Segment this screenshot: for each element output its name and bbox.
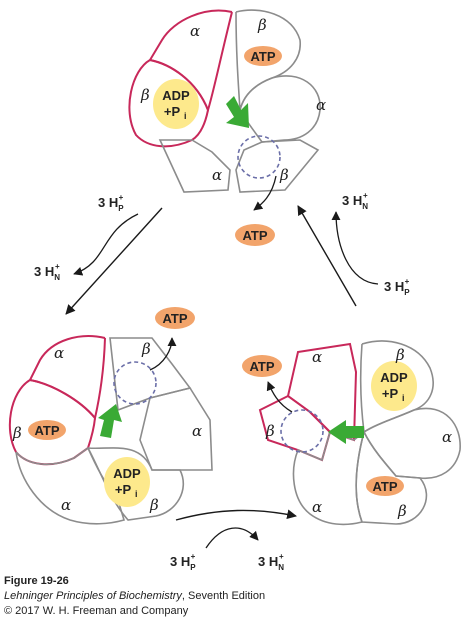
top-complex: ADP +P i ATP α β β α α β ATP [128, 9, 326, 246]
br-pi-subscript: i [402, 393, 405, 403]
bl-atp-bubble [28, 420, 66, 440]
top-alpha-bottom-subunit [158, 139, 231, 193]
top-rotation-arrow [226, 96, 249, 128]
bottom-proton-arrow [205, 527, 259, 549]
bottom-proton-n-label: 3 HN+ [258, 552, 284, 572]
top-adp-pi-bubble [153, 79, 199, 129]
top-atp-bubble [244, 46, 282, 66]
right-main-arrow [297, 205, 357, 307]
figure-copyright: © 2017 W. H. Freeman and Company [4, 605, 189, 617]
bl-alpha-label-1: α [54, 344, 64, 362]
top-pi-subscript: i [184, 111, 187, 121]
top-released-atp-label: ATP [242, 228, 267, 243]
br-released-atp-bubble [242, 355, 282, 377]
br-alpha-label-1: α [312, 348, 322, 366]
br-beta-label-1: β [395, 346, 405, 364]
figure-number: Figure 19-26 [4, 575, 69, 587]
bottom-right-complex: ADP +P i ATP α β β α α β ATP [242, 340, 461, 526]
bl-gamma-subunit [113, 361, 157, 405]
top-released-atp-bubble [235, 224, 275, 246]
top-atp-label: ATP [250, 49, 275, 64]
br-alpha-label-2: α [442, 428, 452, 446]
bl-adp-pi-bubble [104, 457, 150, 507]
br-released-atp-label: ATP [249, 359, 274, 374]
bl-alpha-right-subunit [139, 387, 213, 471]
left-proton-n-label: 3 HN+ [34, 262, 60, 282]
top-gamma-subunit [237, 135, 281, 179]
br-release-arrow [266, 381, 293, 413]
left-main-arrow [65, 207, 163, 315]
bl-adp-label: ADP [113, 466, 141, 481]
br-gamma-subunit [280, 409, 324, 453]
br-beta-label-3: β [397, 502, 407, 520]
top-beta-bottom-subunit [235, 139, 320, 193]
top-alpha-label-1: α [190, 22, 200, 40]
right-transition: 3 HN+ 3 HP+ [297, 191, 410, 307]
right-proton-arrow [331, 211, 379, 285]
bl-pi-subscript: i [135, 489, 138, 499]
left-proton-arrow [73, 213, 139, 276]
bl-beta-label-1: β [141, 340, 151, 358]
bottom-main-arrow [175, 509, 297, 521]
bl-alpha-label-2: α [192, 422, 202, 440]
br-adp-pi-bubble [371, 361, 417, 411]
top-adp-label: ADP [162, 88, 190, 103]
top-beta-label-2: β [140, 86, 150, 104]
left-proton-p-label: 3 HP+ [98, 193, 124, 213]
top-alpha-right-subunit [239, 75, 321, 143]
bl-alpha-label-3: α [61, 496, 71, 514]
top-beta-label-1: β [257, 16, 267, 34]
br-beta-label-2: β [265, 422, 275, 440]
br-alpha-bottom-subunit [292, 429, 366, 526]
br-adp-label: ADP [380, 370, 408, 385]
bl-release-arrow [149, 337, 177, 371]
bottom-left-complex: ATP ADP +P i α β β α α β ATP [8, 307, 213, 525]
br-alpha-label-3: α [312, 498, 322, 516]
top-release-arrow [253, 175, 277, 211]
top-pi-label: +P [164, 104, 181, 119]
book-title: Lehninger Principles of Biochemistry [4, 590, 182, 602]
bl-pi-label: +P [115, 482, 132, 497]
bl-released-atp-label: ATP [162, 311, 187, 326]
book-edition: , Seventh Edition [181, 590, 266, 602]
bl-beta-label-3: β [149, 496, 159, 514]
bl-rotation-arrow [98, 404, 122, 438]
bl-atp-label: ATP [34, 423, 59, 438]
bl-released-atp-bubble [155, 307, 195, 329]
bottom-proton-p-label: 3 HP+ [170, 552, 196, 572]
left-transition: 3 HP+ 3 HN+ [34, 193, 163, 315]
bl-beta-label-2: β [12, 424, 22, 442]
bottom-transition: 3 HP+ 3 HN+ [170, 509, 297, 572]
br-atp-label: ATP [372, 479, 397, 494]
right-proton-p-label: 3 HP+ [384, 277, 410, 297]
bl-alpha-left-subunit [28, 335, 106, 421]
bl-alpha-bottom-subunit [15, 446, 125, 525]
figure-source: Lehninger Principles of Biochemistry, Se… [4, 590, 265, 602]
br-rotation-arrow [328, 420, 364, 444]
br-atp-bubble [366, 476, 404, 496]
right-proton-n-label: 3 HN+ [342, 191, 368, 211]
br-pi-label: +P [382, 386, 399, 401]
top-alpha-label-3: α [212, 166, 222, 184]
top-alpha-label-2: α [316, 96, 326, 114]
top-beta-label-3: β [279, 166, 289, 184]
